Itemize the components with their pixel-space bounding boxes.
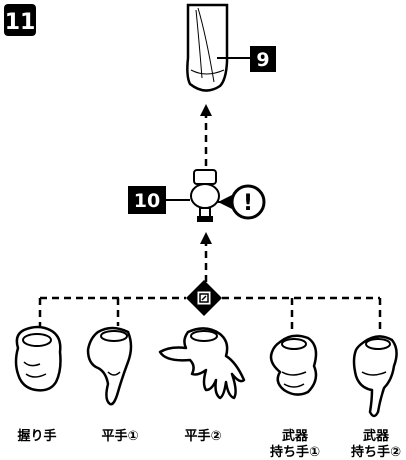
selection-bracket xyxy=(38,296,382,330)
hand-flat-2 xyxy=(158,327,246,400)
arrow-to-joint xyxy=(200,232,212,282)
joint-part-number: 10 xyxy=(134,190,160,212)
arm-callout: 9 xyxy=(217,46,276,72)
label-flat-2: 平手② xyxy=(184,428,221,444)
label-grip-fist: 握り手 xyxy=(17,428,56,444)
label-weapon-grip-1-line1: 武器 xyxy=(282,428,309,444)
label-flat-1: 平手① xyxy=(101,428,138,444)
arrow-to-arm xyxy=(200,104,212,166)
label-weapon-grip-2-line1: 武器 xyxy=(363,428,390,444)
warning-callout: ! xyxy=(218,184,266,220)
hand-grip-fist xyxy=(14,325,62,392)
hand-labels: 握り手 平手① 平手② 武器 持ち手① 武器 持ち手② xyxy=(17,428,401,460)
choose-one-diamond-icon xyxy=(186,280,222,316)
arm-part-number: 9 xyxy=(256,49,269,71)
label-weapon-grip-2-line2: 持ち手② xyxy=(351,444,401,460)
step-badge: 11 xyxy=(4,4,36,36)
step-number: 11 xyxy=(5,10,36,35)
hand-weapon-grip-1 xyxy=(269,334,318,396)
warning-icon: ! xyxy=(243,191,253,216)
label-weapon-grip-1-line2: 持ち手① xyxy=(270,444,320,460)
hand-flat-1 xyxy=(86,326,133,406)
joint-part xyxy=(190,169,220,222)
joint-callout: 10 xyxy=(128,186,190,214)
forearm-part xyxy=(186,3,229,92)
hand-weapon-grip-2 xyxy=(352,335,398,418)
